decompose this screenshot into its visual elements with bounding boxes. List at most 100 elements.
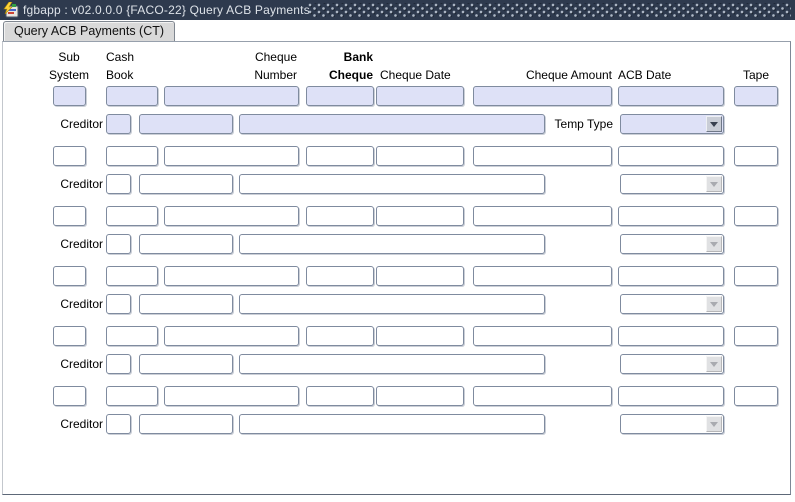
temp-type-dropdown-button[interactable] xyxy=(706,116,722,132)
tape-input[interactable] xyxy=(734,386,778,406)
acb-date-input[interactable] xyxy=(618,86,724,106)
tape-input[interactable] xyxy=(734,206,778,226)
sub-system-input[interactable] xyxy=(53,326,86,346)
cheque-date-input[interactable] xyxy=(376,206,464,226)
tab-query-acb-payments[interactable]: Query ACB Payments (CT) xyxy=(3,21,176,42)
cheque-amount-input[interactable] xyxy=(473,86,612,106)
acb-date-input[interactable] xyxy=(618,206,724,226)
creditor-name-input[interactable] xyxy=(239,414,545,434)
temp-type-dropdown[interactable] xyxy=(620,114,724,134)
cash-book-input[interactable] xyxy=(106,146,158,166)
bank-cheque-input[interactable] xyxy=(306,266,374,286)
cash-book-input[interactable] xyxy=(106,206,158,226)
cheque-date-input[interactable] xyxy=(376,86,464,106)
creditor-book-input[interactable] xyxy=(139,114,233,134)
cash-book-input[interactable] xyxy=(106,326,158,346)
bank-cheque-input[interactable] xyxy=(306,206,374,226)
bank-cheque-input[interactable] xyxy=(306,326,374,346)
sub-system-input[interactable] xyxy=(53,266,86,286)
creditor-book-input[interactable] xyxy=(139,234,233,254)
temp-type-dropdown[interactable] xyxy=(620,294,724,314)
bank-cheque-input[interactable] xyxy=(306,386,374,406)
temp-type-dropdown[interactable] xyxy=(620,174,724,194)
cheque-number-input[interactable] xyxy=(164,146,299,166)
creditor-name-input[interactable] xyxy=(239,234,545,254)
cheque-date-input[interactable] xyxy=(376,266,464,286)
cheque-number-input[interactable] xyxy=(164,266,299,286)
cash-book-input[interactable] xyxy=(106,386,158,406)
header-sub-system-line1: Sub xyxy=(58,50,80,64)
cheque-amount-input[interactable] xyxy=(473,266,612,286)
temp-type-label: Temp Type xyxy=(554,117,613,131)
chevron-down-icon xyxy=(710,421,718,427)
creditor-name-input[interactable] xyxy=(239,174,545,194)
titlebar-texture xyxy=(308,3,791,17)
cheque-amount-input[interactable] xyxy=(473,326,612,346)
header-sub-system-line2: System xyxy=(48,68,89,82)
tape-input[interactable] xyxy=(734,86,778,106)
acb-date-input[interactable] xyxy=(618,266,724,286)
temp-type-dropdown[interactable] xyxy=(620,414,724,434)
creditor-code-input[interactable] xyxy=(106,174,131,194)
creditor-row: Creditor Temp Type xyxy=(3,114,790,134)
creditor-label: Creditor xyxy=(60,237,103,251)
header-cheque-number-line1: Cheque xyxy=(254,50,297,64)
payment-row xyxy=(3,266,790,286)
creditor-code-input[interactable] xyxy=(106,354,131,374)
cheque-date-input[interactable] xyxy=(376,386,464,406)
header-acb-date: ACB Date xyxy=(618,68,672,82)
chevron-down-icon xyxy=(710,241,718,247)
creditor-name-input[interactable] xyxy=(239,114,545,134)
payment-row xyxy=(3,86,790,106)
acb-date-input[interactable] xyxy=(618,386,724,406)
temp-type-dropdown-button[interactable] xyxy=(706,176,722,192)
creditor-name-input[interactable] xyxy=(239,354,545,374)
payment-row xyxy=(3,146,790,166)
temp-type-dropdown[interactable] xyxy=(620,234,724,254)
header-cheque-amount: Cheque Amount xyxy=(525,68,612,82)
sub-system-input[interactable] xyxy=(53,86,86,106)
creditor-book-input[interactable] xyxy=(139,174,233,194)
window-title: fgbapp : v02.0.0.0 {FACO-22} Query ACB P… xyxy=(23,3,310,17)
header-cash-book-line2: Book xyxy=(106,68,134,82)
temp-type-dropdown[interactable] xyxy=(620,354,724,374)
creditor-code-input[interactable] xyxy=(106,294,131,314)
temp-type-dropdown-button[interactable] xyxy=(706,296,722,312)
bank-cheque-input[interactable] xyxy=(306,146,374,166)
creditor-book-input[interactable] xyxy=(139,414,233,434)
cheque-number-input[interactable] xyxy=(164,206,299,226)
tab-strip: Query ACB Payments (CT) xyxy=(0,21,795,42)
creditor-name-input[interactable] xyxy=(239,294,545,314)
creditor-label: Creditor xyxy=(60,417,103,431)
cheque-date-input[interactable] xyxy=(376,146,464,166)
acb-date-input[interactable] xyxy=(618,326,724,346)
cheque-amount-input[interactable] xyxy=(473,206,612,226)
cash-book-input[interactable] xyxy=(106,266,158,286)
sub-system-input[interactable] xyxy=(53,206,86,226)
sub-system-input[interactable] xyxy=(53,146,86,166)
cash-book-input[interactable] xyxy=(106,86,158,106)
header-bank-cheque-line2: Cheque xyxy=(328,68,373,82)
creditor-code-input[interactable] xyxy=(106,414,131,434)
temp-type-dropdown-button[interactable] xyxy=(706,236,722,252)
tape-input[interactable] xyxy=(734,326,778,346)
title-bar: fgbapp : v02.0.0.0 {FACO-22} Query ACB P… xyxy=(0,0,795,20)
creditor-code-input[interactable] xyxy=(106,114,131,134)
creditor-book-input[interactable] xyxy=(139,354,233,374)
cheque-number-input[interactable] xyxy=(164,326,299,346)
payment-row xyxy=(3,206,790,226)
cheque-number-input[interactable] xyxy=(164,386,299,406)
creditor-book-input[interactable] xyxy=(139,294,233,314)
cheque-date-input[interactable] xyxy=(376,326,464,346)
acb-date-input[interactable] xyxy=(618,146,724,166)
cheque-amount-input[interactable] xyxy=(473,386,612,406)
temp-type-dropdown-button[interactable] xyxy=(706,416,722,432)
cheque-amount-input[interactable] xyxy=(473,146,612,166)
tape-input[interactable] xyxy=(734,146,778,166)
cheque-number-input[interactable] xyxy=(164,86,299,106)
creditor-code-input[interactable] xyxy=(106,234,131,254)
temp-type-dropdown-button[interactable] xyxy=(706,356,722,372)
tape-input[interactable] xyxy=(734,266,778,286)
sub-system-input[interactable] xyxy=(53,386,86,406)
bank-cheque-input[interactable] xyxy=(306,86,374,106)
